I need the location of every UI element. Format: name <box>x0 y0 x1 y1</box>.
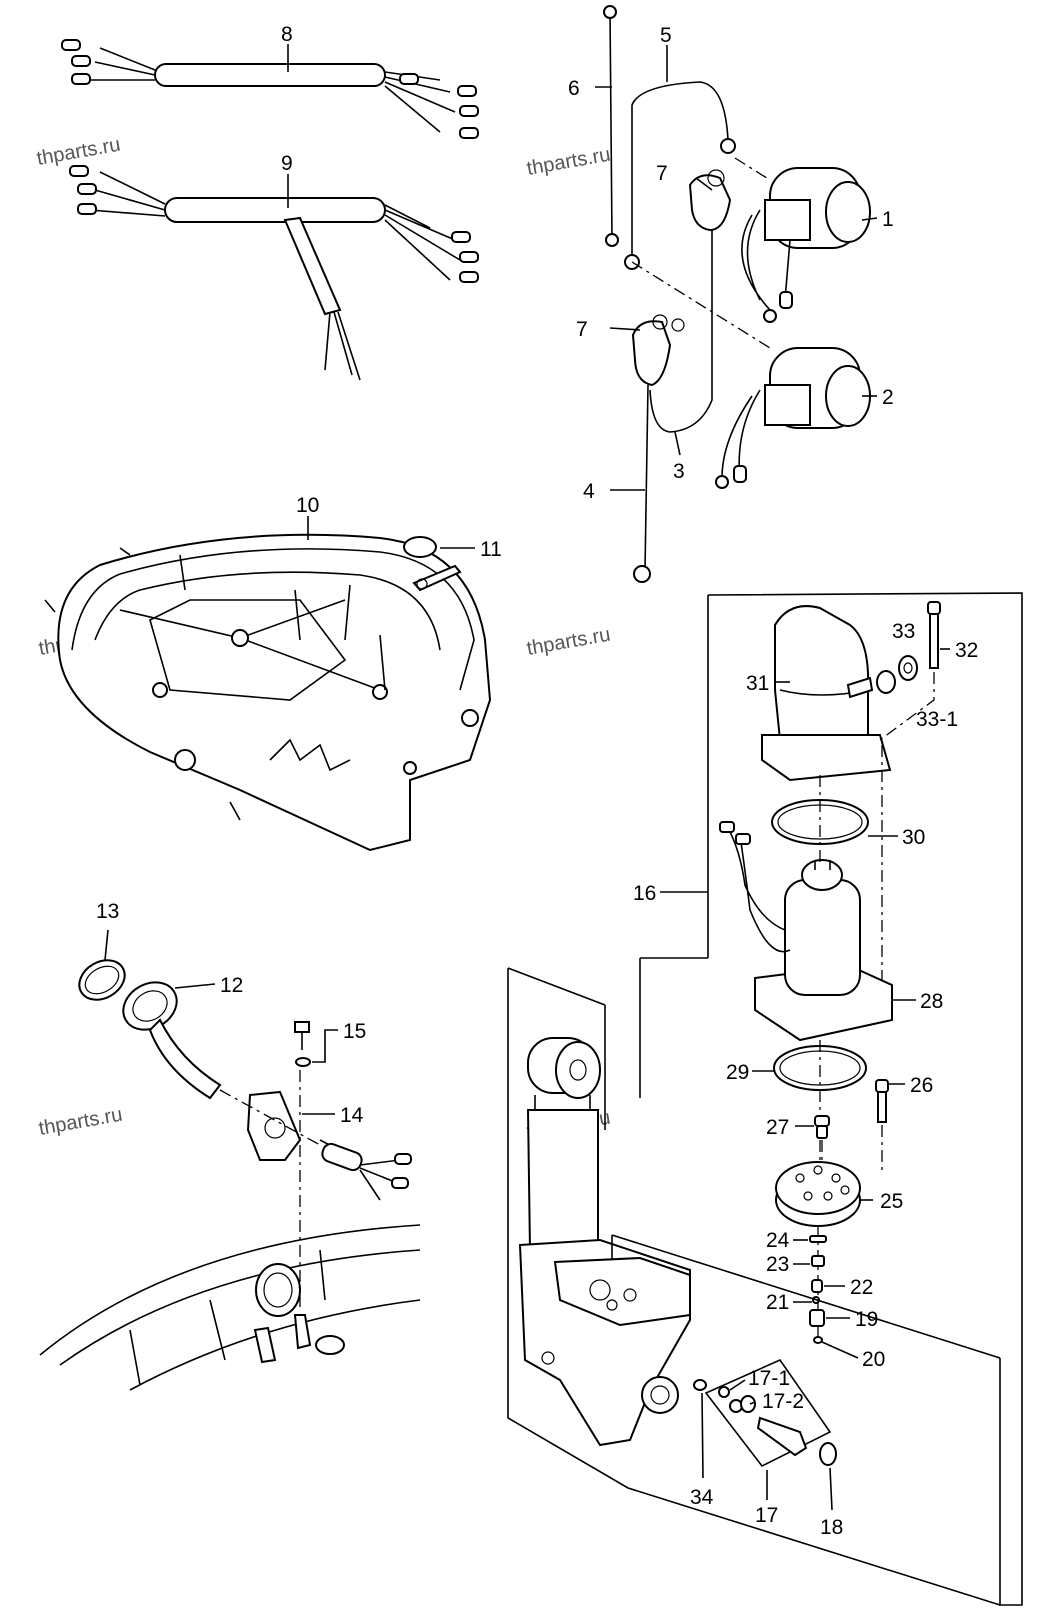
callout-label: 17-1 <box>748 1367 790 1390</box>
callout-label: 4 <box>583 480 595 503</box>
relay-assembly <box>603 5 871 583</box>
watermark: thparts.ru <box>35 134 122 170</box>
callout-label: 17 <box>755 1504 778 1527</box>
callout-label: 33 <box>892 620 915 643</box>
part-11 <box>403 536 462 592</box>
callout-label: 34 <box>690 1486 714 1509</box>
callouts: 1 2 3 4 5 6 7 7 8 9 10 11 12 13 14 15 16… <box>96 23 978 1539</box>
watermark: thparts.ru <box>525 624 612 660</box>
callout-label: 25 <box>880 1190 903 1213</box>
callout-label: 23 <box>766 1253 789 1276</box>
tilt-cylinder <box>507 958 1001 1606</box>
callout-label: 26 <box>910 1074 933 1097</box>
callout-label: 29 <box>726 1061 749 1084</box>
callout-label: 18 <box>820 1516 843 1539</box>
wire-harness-9 <box>69 165 479 381</box>
callout-label: 7 <box>576 318 588 341</box>
callout-label: 2 <box>882 386 894 409</box>
motor-box-16 <box>640 592 1023 1606</box>
motor-cover-31 <box>761 605 892 782</box>
callout-label: 31 <box>746 672 769 695</box>
callout-label: 12 <box>220 974 243 997</box>
callout-label: 13 <box>96 900 119 923</box>
cowling-fragment <box>39 1224 421 1391</box>
callout-label: 10 <box>296 494 319 517</box>
bolt-26 <box>875 1079 889 1170</box>
watermark: thparts.ru <box>37 1104 124 1140</box>
callout-label: 5 <box>660 24 672 47</box>
leader-lines <box>104 44 950 1511</box>
callout-label: 22 <box>850 1276 873 1299</box>
callout-label: 9 <box>281 152 293 175</box>
wire-harness-8 <box>61 39 479 139</box>
callout-label: 30 <box>902 826 925 849</box>
motor-28 <box>719 775 893 1042</box>
box-17 <box>693 1358 837 1468</box>
callout-label: 3 <box>673 460 685 483</box>
watermark: thparts.ru <box>525 144 612 180</box>
callout-label: 16 <box>633 882 656 905</box>
callout-label: 21 <box>766 1291 789 1314</box>
bottom-cowling-10 <box>44 533 492 852</box>
callout-label: 17-2 <box>762 1390 804 1413</box>
callout-label: 6 <box>568 77 580 100</box>
callout-label: 24 <box>766 1229 790 1252</box>
callout-label: 33-1 <box>916 708 958 731</box>
valve-parts <box>809 1225 827 1344</box>
grommet-assembly <box>78 959 412 1310</box>
callout-label: 8 <box>281 23 293 46</box>
pump-25 <box>775 1161 861 1227</box>
callout-label: 1 <box>882 208 894 231</box>
callout-label: 28 <box>920 990 943 1013</box>
filter-27 <box>814 1115 830 1160</box>
callout-label: 32 <box>955 639 978 662</box>
callout-label: 19 <box>855 1308 878 1331</box>
callout-label: 27 <box>766 1116 789 1139</box>
callout-label: 15 <box>343 1020 366 1043</box>
bolt-assembly <box>876 601 941 1000</box>
callout-label: 11 <box>480 538 502 561</box>
callout-label: 14 <box>340 1104 364 1127</box>
callout-label: 7 <box>656 162 668 185</box>
callout-label: 20 <box>862 1348 885 1371</box>
